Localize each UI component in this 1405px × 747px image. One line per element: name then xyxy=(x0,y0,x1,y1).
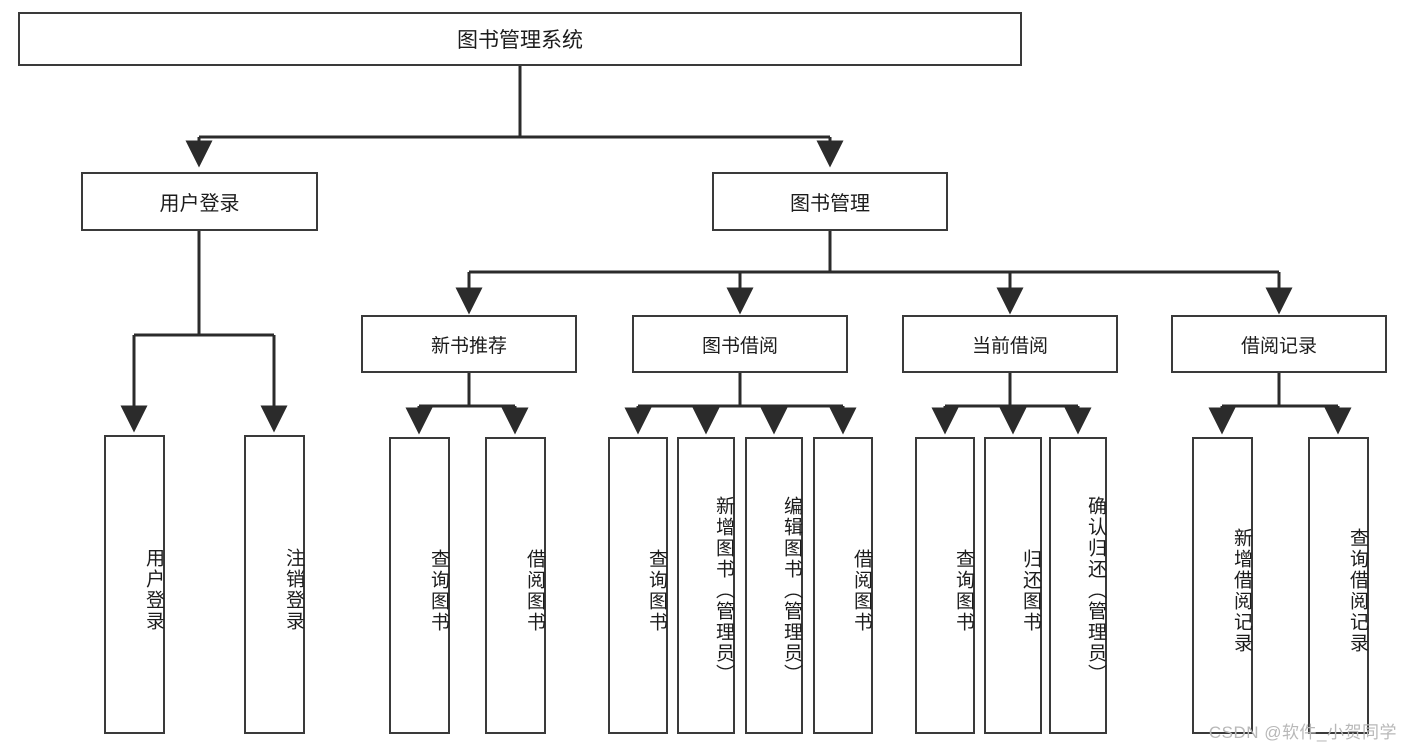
node-label: 借阅图书 xyxy=(524,548,545,633)
node-label: 编辑图书（管理员） xyxy=(781,496,802,685)
node-label: 查询图书 xyxy=(953,548,974,633)
leaf-add-borrow-record[interactable]: 新增借阅记录 xyxy=(1192,437,1253,734)
node-label: 图书管理 xyxy=(790,193,870,215)
node-book-management[interactable]: 图书管理 xyxy=(712,172,948,231)
leaf-query-book-current[interactable]: 查询图书 xyxy=(915,437,975,734)
node-label: 图书借阅 xyxy=(701,335,778,357)
leaf-borrow-book[interactable]: 借阅图书 xyxy=(813,437,873,734)
leaf-add-book-admin[interactable]: 新增图书（管理员） xyxy=(677,437,735,734)
leaf-edit-book-admin[interactable]: 编辑图书（管理员） xyxy=(745,437,803,734)
node-label: 查询图书 xyxy=(646,548,667,633)
leaf-query-borrow-record[interactable]: 查询借阅记录 xyxy=(1308,437,1369,734)
node-user-login[interactable]: 用户登录 xyxy=(81,172,318,231)
node-label: 用户登录 xyxy=(159,193,240,215)
node-label: 新增借阅记录 xyxy=(1231,527,1252,654)
node-root-system[interactable]: 图书管理系统 xyxy=(18,12,1022,66)
leaf-return-book[interactable]: 归还图书 xyxy=(984,437,1042,734)
node-label: 查询图书 xyxy=(428,548,449,633)
node-label: 归还图书 xyxy=(1020,548,1041,633)
leaf-query-book-borrow[interactable]: 查询图书 xyxy=(608,437,668,734)
node-label: 新书推荐 xyxy=(430,335,507,357)
leaf-borrow-book-rec[interactable]: 借阅图书 xyxy=(485,437,546,734)
node-current-borrow[interactable]: 当前借阅 xyxy=(902,315,1118,373)
node-borrow-record[interactable]: 借阅记录 xyxy=(1171,315,1387,373)
node-label: 当前借阅 xyxy=(971,335,1048,357)
node-label: 确认归还（管理员） xyxy=(1085,496,1106,685)
node-label: 借阅图书 xyxy=(851,548,872,633)
node-new-book-recommend[interactable]: 新书推荐 xyxy=(361,315,577,373)
node-label: 用户登录 xyxy=(143,547,164,632)
leaf-user-login-action[interactable]: 用户登录 xyxy=(104,435,165,734)
leaf-query-book-rec[interactable]: 查询图书 xyxy=(389,437,450,734)
node-label: 图书管理系统 xyxy=(457,29,583,52)
node-label: 借阅记录 xyxy=(1240,335,1317,357)
csdn-watermark: CSDN @软件_小贺同学 xyxy=(1208,723,1397,742)
node-book-borrow[interactable]: 图书借阅 xyxy=(632,315,848,373)
node-label: 注销登录 xyxy=(283,547,304,632)
leaf-user-logout-action[interactable]: 注销登录 xyxy=(244,435,305,734)
node-label: 查询借阅记录 xyxy=(1347,527,1368,654)
node-label: 新增图书（管理员） xyxy=(713,496,734,685)
leaf-confirm-return-admin[interactable]: 确认归还（管理员） xyxy=(1049,437,1107,734)
